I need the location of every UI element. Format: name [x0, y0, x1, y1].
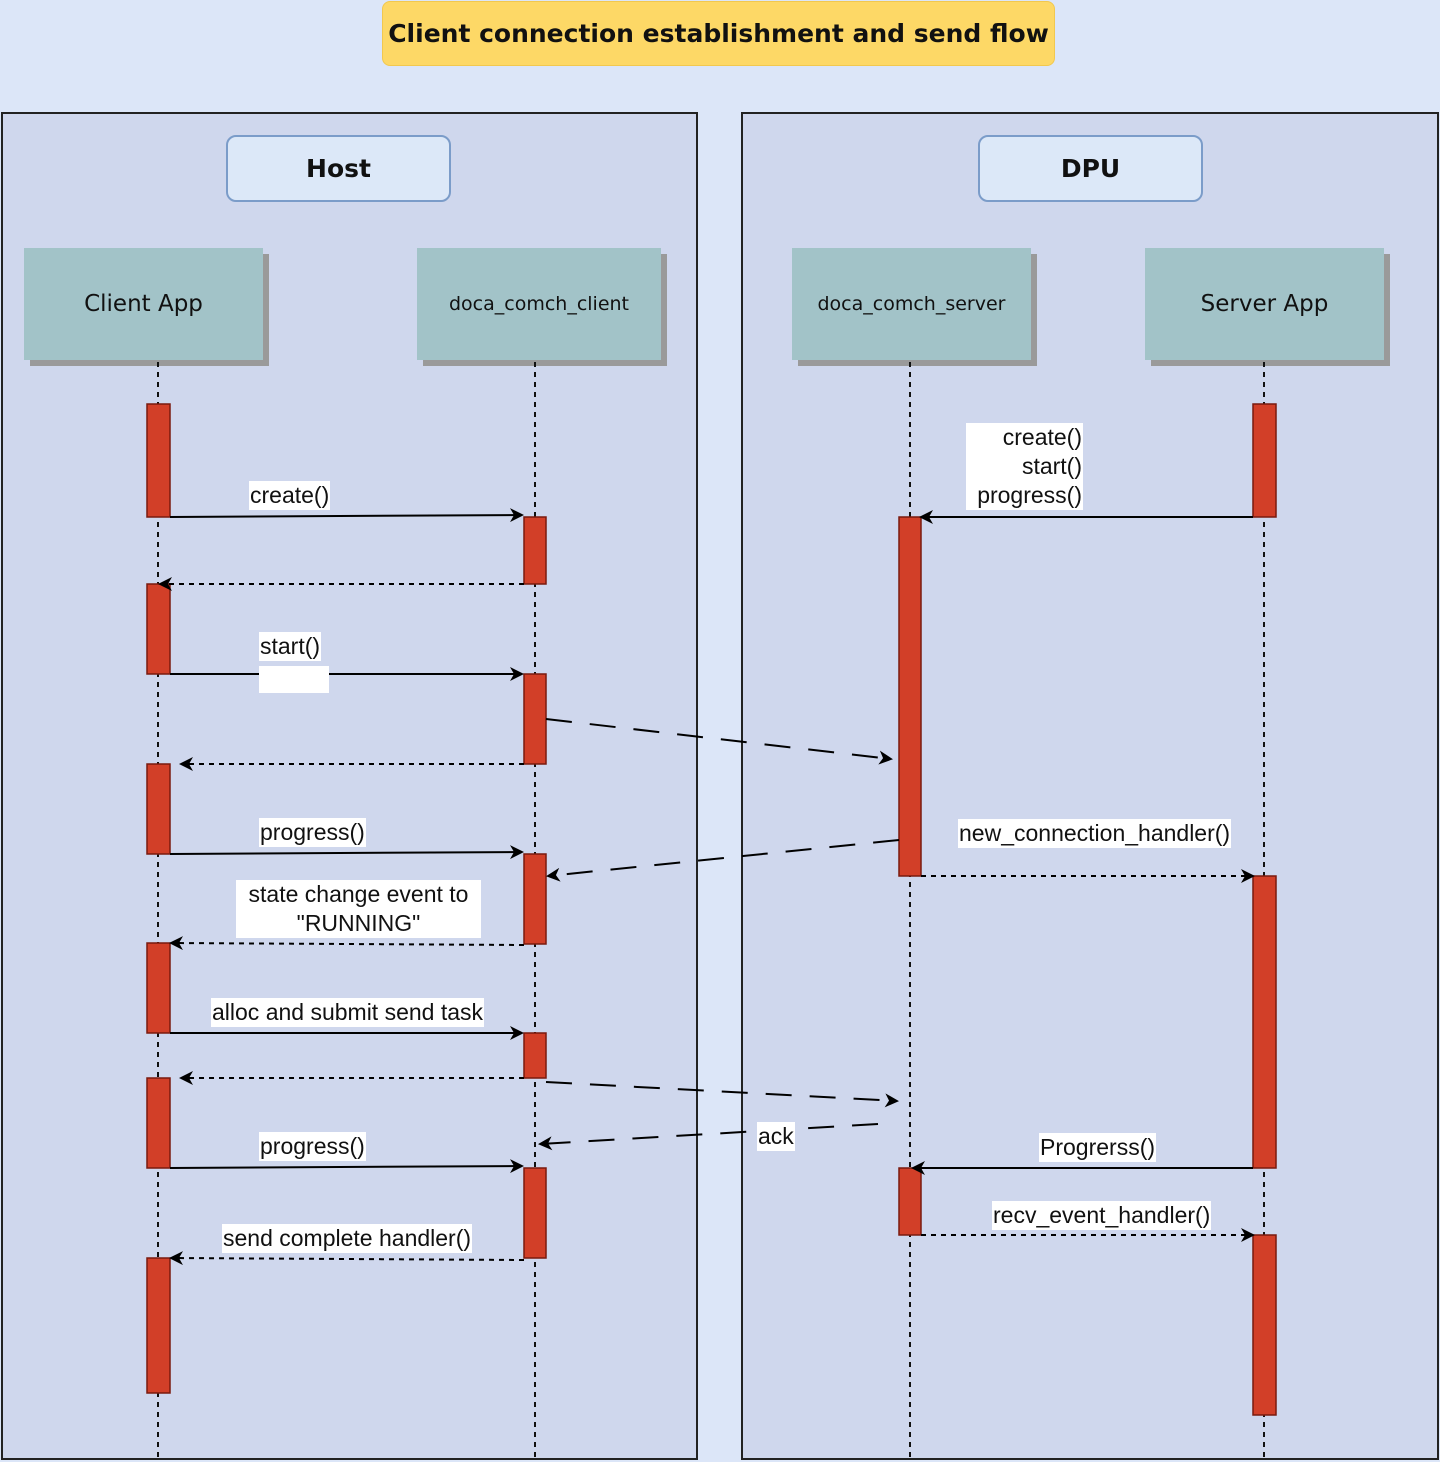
actor-client-app: Client App	[24, 248, 263, 360]
diagram-title: Client connection establishment and send…	[382, 1, 1055, 66]
message-label-progress-2: progress()	[259, 1132, 366, 1161]
activation-bar	[523, 1167, 547, 1259]
activation-bar	[146, 403, 171, 518]
return-arrow-state-change	[169, 936, 525, 951]
activation-bar	[146, 763, 171, 855]
activation-bar	[146, 1257, 171, 1394]
activation-bar	[523, 516, 547, 585]
activation-bar	[146, 1077, 171, 1169]
async-arrow-send-data	[545, 1081, 899, 1108]
actor-doca-comch-server: doca_comch_server	[792, 248, 1031, 360]
activation-bar	[1252, 1234, 1277, 1416]
state-change-line-1: state change event to	[248, 881, 469, 907]
server-start-text: start()	[1021, 453, 1082, 479]
activation-bar	[523, 853, 547, 945]
activation-bar	[146, 583, 171, 675]
actor-server-app: Server App	[1145, 248, 1384, 360]
label-mask	[259, 666, 329, 693]
message-label-ack: ack	[757, 1122, 795, 1151]
message-label-server-init: create() start() progress()	[966, 423, 1083, 510]
async-arrow-ack	[538, 1123, 879, 1151]
actor-doca-comch-client: doca_comch_client	[417, 248, 661, 360]
server-create-text: create()	[1002, 424, 1082, 450]
state-change-line-2: "RUNNING"	[296, 910, 421, 936]
message-label-send-complete: send complete handler()	[222, 1224, 473, 1253]
activation-bar	[898, 516, 922, 877]
dpu-group-label: DPU	[978, 135, 1203, 202]
message-label-new-connection: new_connection_handler()	[958, 819, 1232, 848]
message-label-start: start()	[259, 632, 322, 661]
activation-bar	[146, 942, 171, 1034]
message-label-recv-event: recv_event_handler()	[992, 1201, 1212, 1230]
call-arrow-progress-2	[169, 1159, 524, 1174]
host-group-label: Host	[226, 135, 451, 202]
async-arrow-connection-established	[546, 839, 900, 882]
activation-bar	[898, 1167, 922, 1236]
async-arrow-connect-request	[545, 718, 893, 765]
message-label-progress: progress()	[259, 818, 366, 847]
call-arrow-progress	[169, 845, 524, 860]
server-progress-text: progress()	[977, 482, 1082, 508]
return-arrow-send-complete	[169, 1251, 525, 1266]
activation-bar	[523, 673, 547, 765]
message-label-alloc-submit: alloc and submit send task	[211, 998, 485, 1027]
activation-bar	[523, 1032, 547, 1079]
activation-bar	[1252, 403, 1277, 518]
activation-bar	[1252, 875, 1277, 1169]
message-label-progrerss: Progrerss()	[1039, 1133, 1157, 1162]
message-label-state-change: state change event to "RUNNING"	[236, 880, 481, 938]
call-arrow-create	[169, 508, 524, 523]
message-label-create: create()	[249, 481, 331, 510]
